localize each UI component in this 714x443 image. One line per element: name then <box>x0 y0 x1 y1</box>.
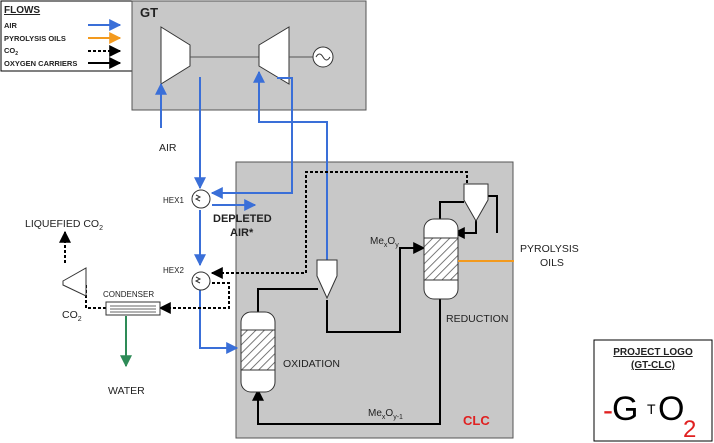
reduction-bed <box>423 237 459 281</box>
compressor <box>160 26 191 85</box>
hex2-symbol <box>191 271 211 291</box>
air-hex2-to-oxidation <box>199 285 239 354</box>
oxidation-label: OXIDATION <box>283 358 340 370</box>
legend-item-air: AIR <box>4 19 122 31</box>
legend-item-co2: CO2 <box>4 45 122 57</box>
hex2-label: HEX2 <box>163 266 184 275</box>
gt-block: GT <box>131 0 367 111</box>
hex1-symbol <box>191 189 211 209</box>
co2-label: CO2 <box>62 309 82 323</box>
oc-reduction-to-oxidation <box>252 298 441 425</box>
logo-dash: - <box>603 394 613 427</box>
legend-title: FLOWS <box>4 5 40 16</box>
condenser-label: CONDENSER <box>103 290 154 299</box>
water-label: WATER <box>108 385 145 397</box>
hex1: HEX1 <box>163 189 211 209</box>
co2-compressor <box>62 267 87 297</box>
logo-sub-2: 2 <box>683 416 696 443</box>
hex2-coil-icon <box>194 276 202 284</box>
condenser: CONDENSER <box>103 290 161 316</box>
clc-box <box>235 161 514 439</box>
cyclone-oxidation <box>316 259 338 300</box>
gt-clc-logo: - G T O 2 <box>603 390 696 443</box>
logo-g: G <box>612 390 638 428</box>
mexoy-label-top: MexOy <box>370 236 399 249</box>
reduction-reactor: REDUCTION <box>423 218 508 325</box>
oxidation-reactor: OXIDATION <box>240 311 340 393</box>
logo-frame <box>593 339 713 442</box>
air-flows <box>155 70 328 354</box>
oxidation-bed <box>240 329 276 371</box>
pyrolysis-oils-label-2: OILS <box>540 257 564 269</box>
logo-title-2: (GT-CLC) <box>631 360 675 371</box>
hex1-coil-icon <box>194 194 202 202</box>
logo-title-1: PROJECT LOGO <box>613 347 693 358</box>
project-logo-box: PROJECT LOGO (GT-CLC) - G T O 2 <box>593 339 713 443</box>
logo-o: O <box>658 390 684 428</box>
oc-reduction-to-cyclone2 <box>439 201 464 221</box>
logo-t: T <box>647 401 656 417</box>
oc-cyclone-to-reduction <box>326 242 426 333</box>
legend-label-oxygen-carriers: OXYGEN CARRIERS <box>4 59 77 68</box>
air-label: AIR <box>159 142 177 154</box>
legend-label-co2: CO2 <box>4 46 18 57</box>
clc-block: CLC <box>235 161 514 439</box>
mexoy-label-bottom: MexOy-1 <box>368 408 403 421</box>
legend-label-pyrolysis-oils: PYROLYSIS OILS <box>4 34 66 43</box>
reduction-label: REDUCTION <box>446 313 508 325</box>
clc-title: CLC <box>463 413 490 428</box>
generator-symbol-icon <box>315 53 331 61</box>
condenser-body <box>105 301 161 316</box>
oc-oxidation-to-cyclone <box>257 288 318 312</box>
air-turbine-to-hex1 <box>210 77 293 199</box>
legend-label-air: AIR <box>4 21 18 30</box>
turbine <box>258 26 290 85</box>
co2-hex2-to-condenser <box>158 282 230 314</box>
depleted-air-label-1: DEPLETED <box>213 213 272 225</box>
liquefied-co2-label: LIQUEFIED CO2 <box>25 218 103 232</box>
gt-title: GT <box>140 5 158 20</box>
legend-item-oxygen-carriers: OXYGEN CARRIERS <box>4 57 122 69</box>
legend-item-pyrolysis-oils: PYROLYSIS OILS <box>4 32 122 44</box>
cyclone-reduction <box>463 183 489 223</box>
flows-legend: FLOWS AIR PYROLYSIS OILS CO2 OXYGEN CARR… <box>0 0 135 72</box>
co2-cyclone-to-hex2 <box>210 171 468 279</box>
hex1-label: HEX1 <box>163 196 184 205</box>
pyrolysis-oils-label-1: PYROLYSIS <box>520 243 579 255</box>
hex2: HEX2 <box>163 266 211 291</box>
depleted-air-label-2: AIR* <box>230 227 254 239</box>
